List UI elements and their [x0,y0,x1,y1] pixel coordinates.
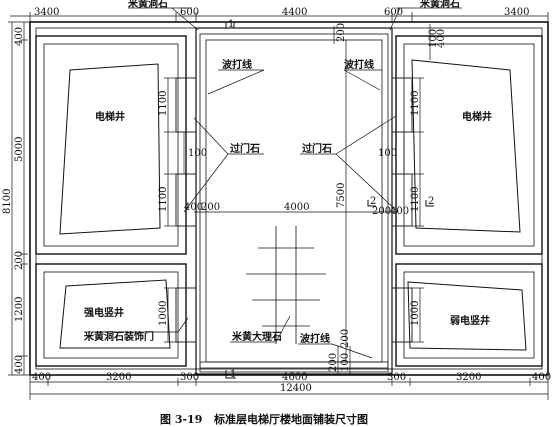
dim-left-3: 200 [14,251,25,270]
dim-left-door-3: 1100 [158,187,169,212]
marble-pattern [246,226,326,344]
right-door-frames [391,77,413,343]
dim-total-height: 8100 [2,189,13,214]
dim-top-5: 3400 [504,7,529,18]
dim-bottom-1: 400 [32,372,51,383]
caption-figure-no: 图 3-19 [160,413,202,426]
dim-bottom-7: 400 [532,372,551,383]
strong-current-shaft [35,263,187,367]
dim-right-door-1: 1100 [410,91,421,116]
dim-top-right-small-1: 100 [428,29,439,48]
section-markers [225,22,434,379]
dim-bottom-center-small-1: 200 [328,353,339,372]
dim-top-4: 600 [384,7,403,18]
dim-top-2: 600 [180,7,199,18]
weak-current-shaft [395,263,543,367]
dim-mid-5: 400 [390,206,409,217]
dim-bottom-4: 4600 [282,372,307,383]
dim-right-door-2: 100 [378,148,397,159]
label-wave-line-bottom: 波打线 [300,332,330,345]
dim-bottom-2: 3200 [106,372,131,383]
label-limestone-door: 米黄洞石装饰门 [84,330,154,343]
label-threshold-left: 过门石 [230,142,260,155]
marker-section-bottom: 1 [230,369,236,380]
dim-left-5: 400 [14,355,25,374]
dim-mid-4: 200 [372,206,391,217]
left-elevator-shaft [35,35,187,255]
label-marble: 米黄大理石 [232,330,282,343]
dim-mid-2: 200 [201,202,220,213]
caption-title: 标准层电梯厅楼地面铺装尺寸图 [213,412,368,426]
marker-section-top: 1 [228,19,234,30]
left-door-frames [175,77,197,343]
label-wave-line-right: 波打线 [344,58,374,71]
dim-bottom-center-small-3: 200 [340,329,351,348]
label-threshold-right: 过门石 [302,142,332,155]
label-limestone-top-left: 米黄洞石 [128,0,168,10]
marker-section-right-b: 2 [428,196,434,207]
dim-left-lower-door: 1000 [158,301,169,326]
label-strong-shaft: 强电竖井 [84,306,124,319]
dim-center-vertical: 7500 [336,183,347,208]
dim-top-3: 4400 [282,7,307,18]
label-weak-shaft: 弱电竖井 [450,314,490,327]
dim-left-1: 400 [14,27,25,46]
dim-mid-1: 400 [184,202,203,213]
label-elevator-shaft-left: 电梯井 [95,110,125,123]
dim-left-2: 5000 [14,137,25,162]
dim-bottom-center-small-2: 100 [340,353,351,372]
label-elevator-shaft-right: 电梯井 [462,110,492,123]
dim-top-center-small: 200 [336,23,347,42]
right-elevator-shaft [395,35,543,255]
label-limestone-top-right: 米黄洞石 [420,0,460,10]
leader-lines [84,7,462,359]
dim-mid-3: 4000 [284,202,309,213]
dim-right-lower-door: 1000 [410,301,421,326]
dim-bottom-5: 300 [387,372,406,383]
dim-bottom-6: 3200 [456,372,481,383]
dim-left-door-1: 1100 [158,91,169,116]
dim-top-1: 3400 [34,7,59,18]
dim-left-4: 1200 [14,297,25,322]
dimension-lines [8,12,549,400]
dim-bottom-3: 300 [180,372,199,383]
label-wave-line-left: 波打线 [222,58,252,71]
dim-top-right-small-2: 400 [436,29,447,48]
dim-total-width: 12400 [280,383,312,394]
dim-right-door-3: 1100 [410,187,421,212]
dim-left-door-2: 100 [188,148,207,159]
marker-section-right-a: 2 [370,196,376,207]
